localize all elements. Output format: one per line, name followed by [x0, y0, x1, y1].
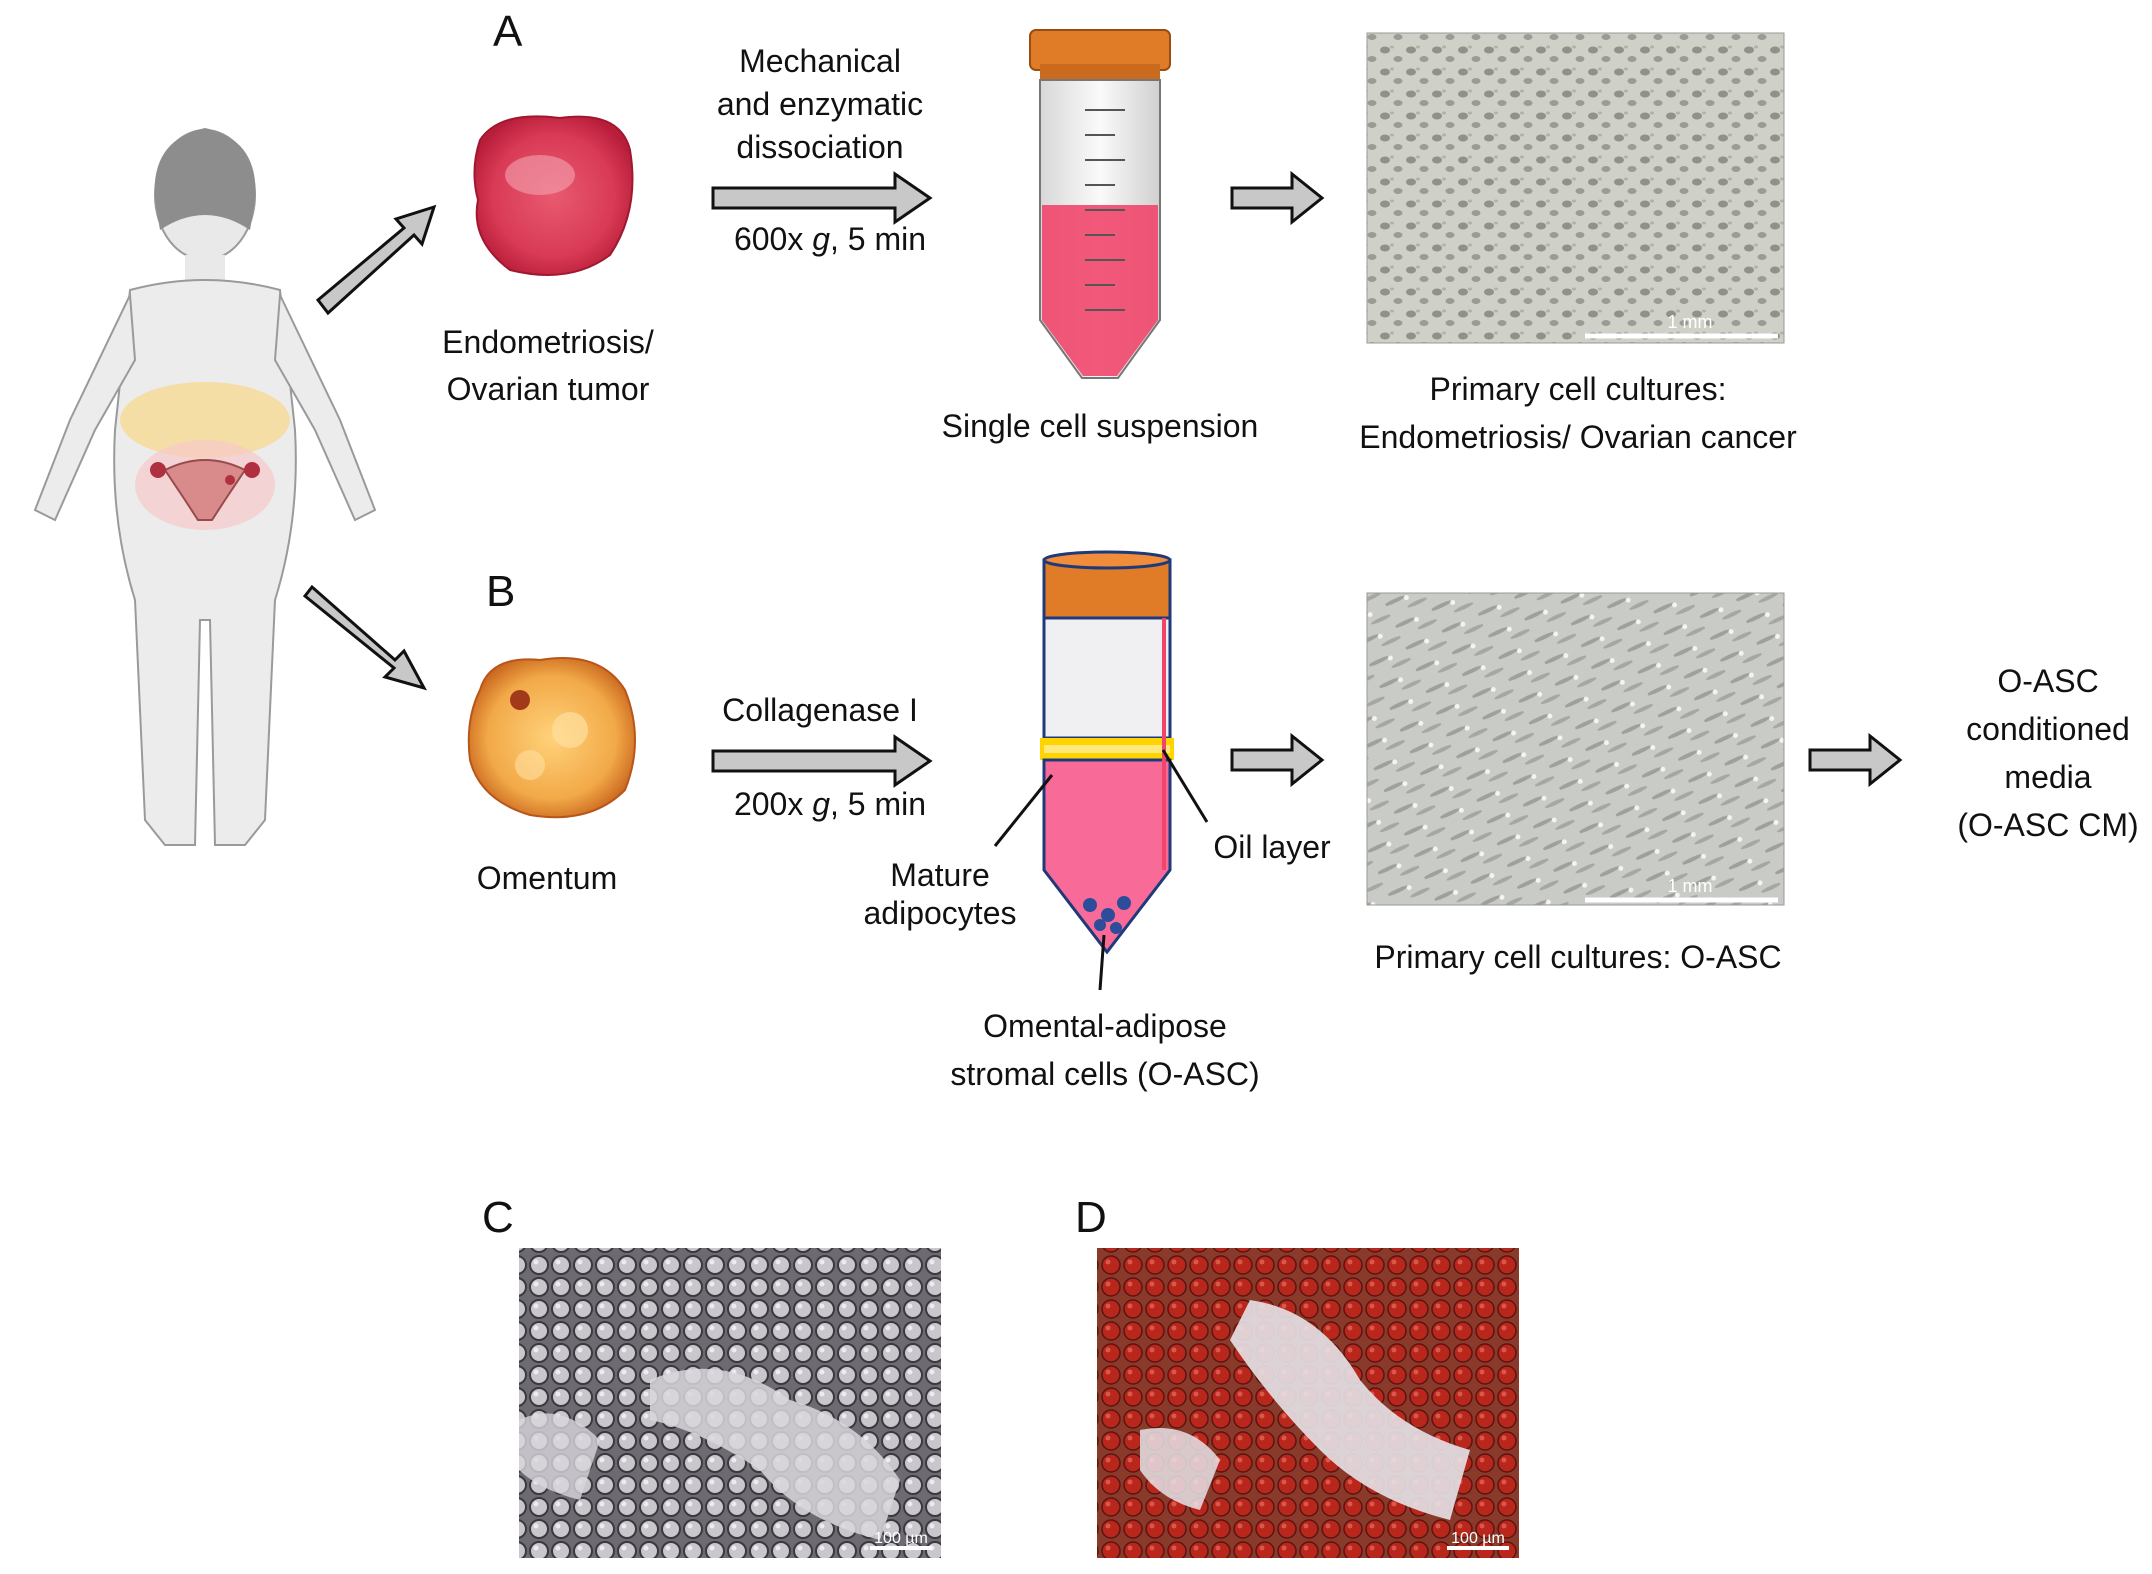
step-a-line-2: and enzymatic	[717, 86, 923, 122]
scale-bar-a-text: 1 mm	[1668, 312, 1713, 332]
mature-line-1: Mature	[890, 857, 990, 893]
pellet-cells	[1083, 896, 1131, 934]
cm-line-1: O-ASC	[1997, 663, 2098, 699]
tube-media	[1042, 205, 1158, 376]
micrograph-a: 1 mm	[1366, 32, 1785, 344]
centrifuge-tube-b	[1040, 550, 1174, 955]
leader-mature-adipocytes	[993, 774, 1054, 847]
step-a-line-1: Mechanical	[739, 43, 901, 79]
leader-stromal-cells	[1098, 934, 1106, 991]
endometriosis-tissue-photo	[473, 115, 634, 276]
culture-a-line-2: Endometriosis/ Ovarian cancer	[1359, 419, 1797, 455]
tube-a-label: Single cell suspension	[942, 408, 1259, 444]
panel-d-letter: D	[1075, 1193, 1107, 1242]
oil-layer-label: Oil layer	[1213, 829, 1331, 865]
uterus-shape	[163, 459, 247, 521]
spin-b-text: 200x g, 5 min	[734, 786, 926, 822]
panel-d: D 100 µm	[1075, 1193, 1519, 1558]
tissue-label-line-1: Endometriosis/	[442, 324, 654, 360]
arrow-to-culture-a	[1230, 170, 1325, 226]
step-b-line-1: Collagenase I	[722, 692, 918, 728]
arrow-collagenase	[711, 734, 933, 788]
pink-layer	[1042, 758, 1172, 955]
scale-bar-c-text: 100 µm	[874, 1530, 928, 1547]
cm-line-3: media	[2004, 759, 2091, 795]
scale-bar-d-text: 100 µm	[1451, 1530, 1505, 1547]
panel-b-letter: B	[486, 567, 515, 616]
mature-line-2: adipocytes	[864, 895, 1017, 931]
arrow-dissociation	[711, 171, 933, 225]
panel-a: A Endometriosis/ Ovarian tumor Mechanica…	[315, 7, 1797, 455]
panel-c-letter: C	[482, 1193, 514, 1242]
tissue-b-label: Omentum	[477, 860, 617, 896]
culture-a-line-1: Primary cell cultures:	[1430, 371, 1727, 407]
panel-a-letter: A	[493, 7, 523, 56]
leader-oil-layer	[1161, 749, 1209, 823]
micrograph-b: 1 mm	[1366, 592, 1785, 906]
tissue-label-line-2: Ovarian tumor	[447, 371, 650, 407]
panel-c: C 100 µm	[482, 1193, 941, 1558]
cm-line-4: (O-ASC CM)	[1957, 807, 2138, 843]
falcon-tube-a	[1029, 29, 1171, 379]
stromal-line-2: stromal cells (O-ASC)	[950, 1056, 1259, 1092]
scale-bar-b-text: 1 mm	[1668, 876, 1713, 896]
arrow-to-conditioned-media	[1808, 732, 1903, 788]
omentum-tissue-photo	[467, 657, 636, 819]
arrow-to-culture-b	[1230, 732, 1325, 788]
panel-b: B Omentum Collagenase I 200x g, 5 min	[302, 550, 2139, 1092]
arrow-to-tissue-a	[315, 204, 437, 316]
stromal-line-1: Omental-adipose	[983, 1008, 1227, 1044]
culture-b-label: Primary cell cultures: O-ASC	[1374, 939, 1781, 975]
spin-a-text: 600x g, 5 min	[734, 221, 926, 257]
arrow-to-tissue-b	[302, 584, 428, 691]
step-a-line-3: dissociation	[736, 129, 903, 165]
cm-line-2: conditioned	[1966, 711, 2130, 747]
abdomen-fat-region	[120, 382, 290, 458]
human-figure-illustration	[33, 128, 377, 846]
